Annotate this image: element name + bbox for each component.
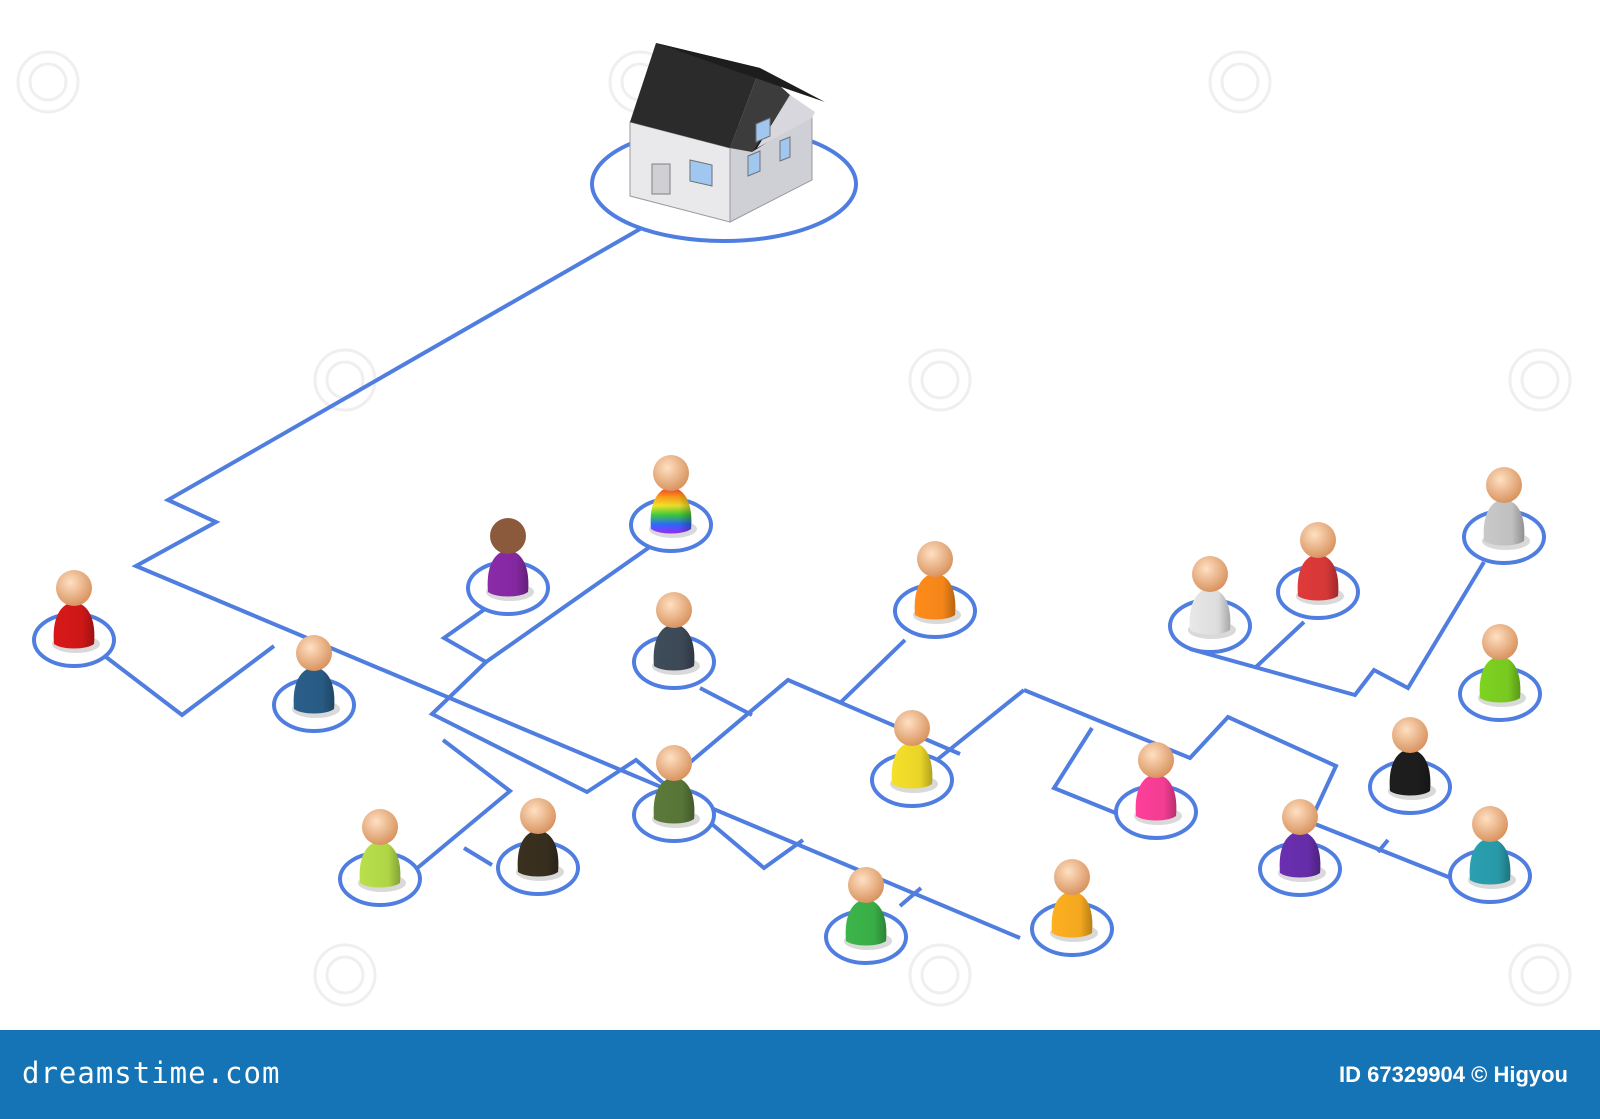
footer-bar: dreamstime.com ID 67329904 © Higyou	[0, 1030, 1600, 1119]
figure-lime	[338, 809, 422, 907]
figure-lightning	[496, 798, 580, 896]
figure-purple	[466, 518, 550, 616]
figure-yellow	[870, 710, 954, 808]
figure-clover	[824, 867, 908, 965]
figure-pink	[1114, 742, 1198, 840]
figures-layer	[32, 455, 1546, 965]
figure-head	[56, 570, 92, 606]
figure-blue	[272, 635, 356, 733]
figure-head	[490, 518, 526, 554]
figure-hawaiian	[1276, 522, 1360, 620]
figure-head	[1138, 742, 1174, 778]
connection-lines	[104, 227, 1486, 940]
figure-orange	[893, 541, 977, 639]
figure-white	[1168, 556, 1252, 654]
figure-head	[1392, 717, 1428, 753]
figure-stripes	[1030, 859, 1114, 957]
figure-head	[1192, 556, 1228, 592]
figure-skull	[1368, 717, 1452, 815]
figure-grey	[1462, 467, 1546, 565]
house-icon	[629, 43, 825, 223]
image-credit: ID 67329904 © Higyou	[1339, 1062, 1568, 1087]
figure-head	[917, 541, 953, 577]
figure-head	[520, 798, 556, 834]
figure-head	[1472, 806, 1508, 842]
figure-leaf	[1448, 806, 1532, 904]
figure-head	[656, 745, 692, 781]
figure-head	[296, 635, 332, 671]
figure-head	[653, 455, 689, 491]
figure-head	[656, 592, 692, 628]
figure-head	[1482, 624, 1518, 660]
figure-head	[1486, 467, 1522, 503]
figure-head	[894, 710, 930, 746]
figure-head	[848, 867, 884, 903]
figure-head	[1282, 799, 1318, 835]
figure-red	[32, 570, 116, 668]
figure-rainbow	[629, 455, 713, 553]
figure-head	[1054, 859, 1090, 895]
figure-head	[1300, 522, 1336, 558]
network-scene	[16, 43, 1572, 1007]
figure-head	[362, 809, 398, 845]
figure-camo	[632, 745, 716, 843]
figure-tie	[632, 592, 716, 690]
figure-violet	[1258, 799, 1342, 897]
figure-green	[1458, 624, 1542, 722]
brand-logo[interactable]: dreamstime.com	[22, 1056, 281, 1090]
